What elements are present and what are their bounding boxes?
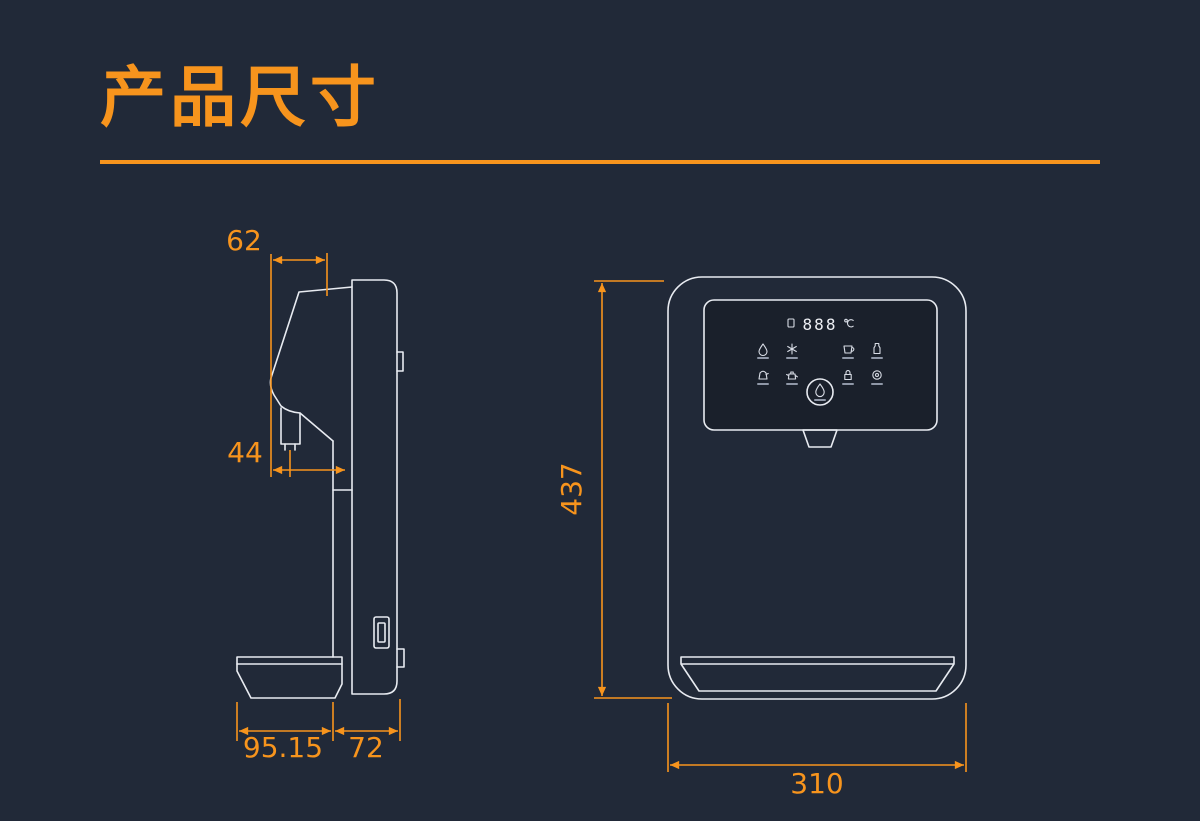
front-spout [802, 429, 838, 448]
side-spout-nozzle [284, 443, 296, 451]
dimension-label-head-depth: 62 [226, 224, 262, 257]
dimension-label-width: 310 [790, 767, 843, 800]
title-underline [100, 160, 1100, 164]
side-bottom-tab [396, 648, 405, 668]
side-power-socket [373, 616, 390, 649]
page-title: 产品尺寸 [100, 59, 380, 136]
dimension-label-spout-setback: 44 [227, 436, 263, 469]
dimension-label-body-depth: 72 [348, 731, 384, 764]
extension-line [667, 703, 967, 772]
side-head-housing [269, 286, 353, 442]
tea-cup-icon [842, 345, 855, 359]
front-body [667, 276, 967, 700]
front-drip-tray [680, 656, 955, 692]
dimension-label-height: 437 [555, 462, 588, 515]
dimension-tray-depth: 95.15 [236, 702, 334, 764]
filter-icon [871, 370, 883, 385]
dimension-body-depth: 72 [335, 699, 401, 764]
dimension-height: 437 [555, 280, 672, 699]
side-drip-tray [236, 656, 343, 699]
dimension-width: 310 [667, 703, 967, 800]
water-drop-icon [757, 343, 769, 359]
dimension-spout-setback: 44 [227, 436, 345, 477]
teapot-icon [786, 371, 798, 385]
baby-bottle-icon [871, 342, 883, 359]
display-digits: 888 [803, 315, 838, 334]
dimension-head-depth: 62 [226, 224, 328, 477]
kettle-icon [757, 370, 769, 385]
extension-line [594, 280, 672, 699]
side-power-socket-inner [377, 622, 386, 643]
dispense-button-icon [806, 378, 834, 406]
snowflake-icon [786, 343, 798, 359]
extension-line [236, 702, 334, 741]
side-dimensions: 62 44 95.15 72 [226, 224, 401, 764]
front-dimensions: 437 310 [555, 280, 967, 800]
display-indicator-right-icon [844, 318, 854, 328]
side-view-drawing [236, 279, 405, 699]
display-indicator-left-icon [787, 318, 795, 328]
dimension-label-tray-depth: 95.15 [243, 731, 323, 764]
side-mount-tab [396, 351, 404, 372]
side-spout [280, 407, 301, 445]
child-lock-icon [842, 370, 854, 385]
side-back-panel [351, 279, 398, 695]
panel-icon-grid [757, 342, 883, 385]
front-view-drawing: 888 [667, 276, 967, 700]
